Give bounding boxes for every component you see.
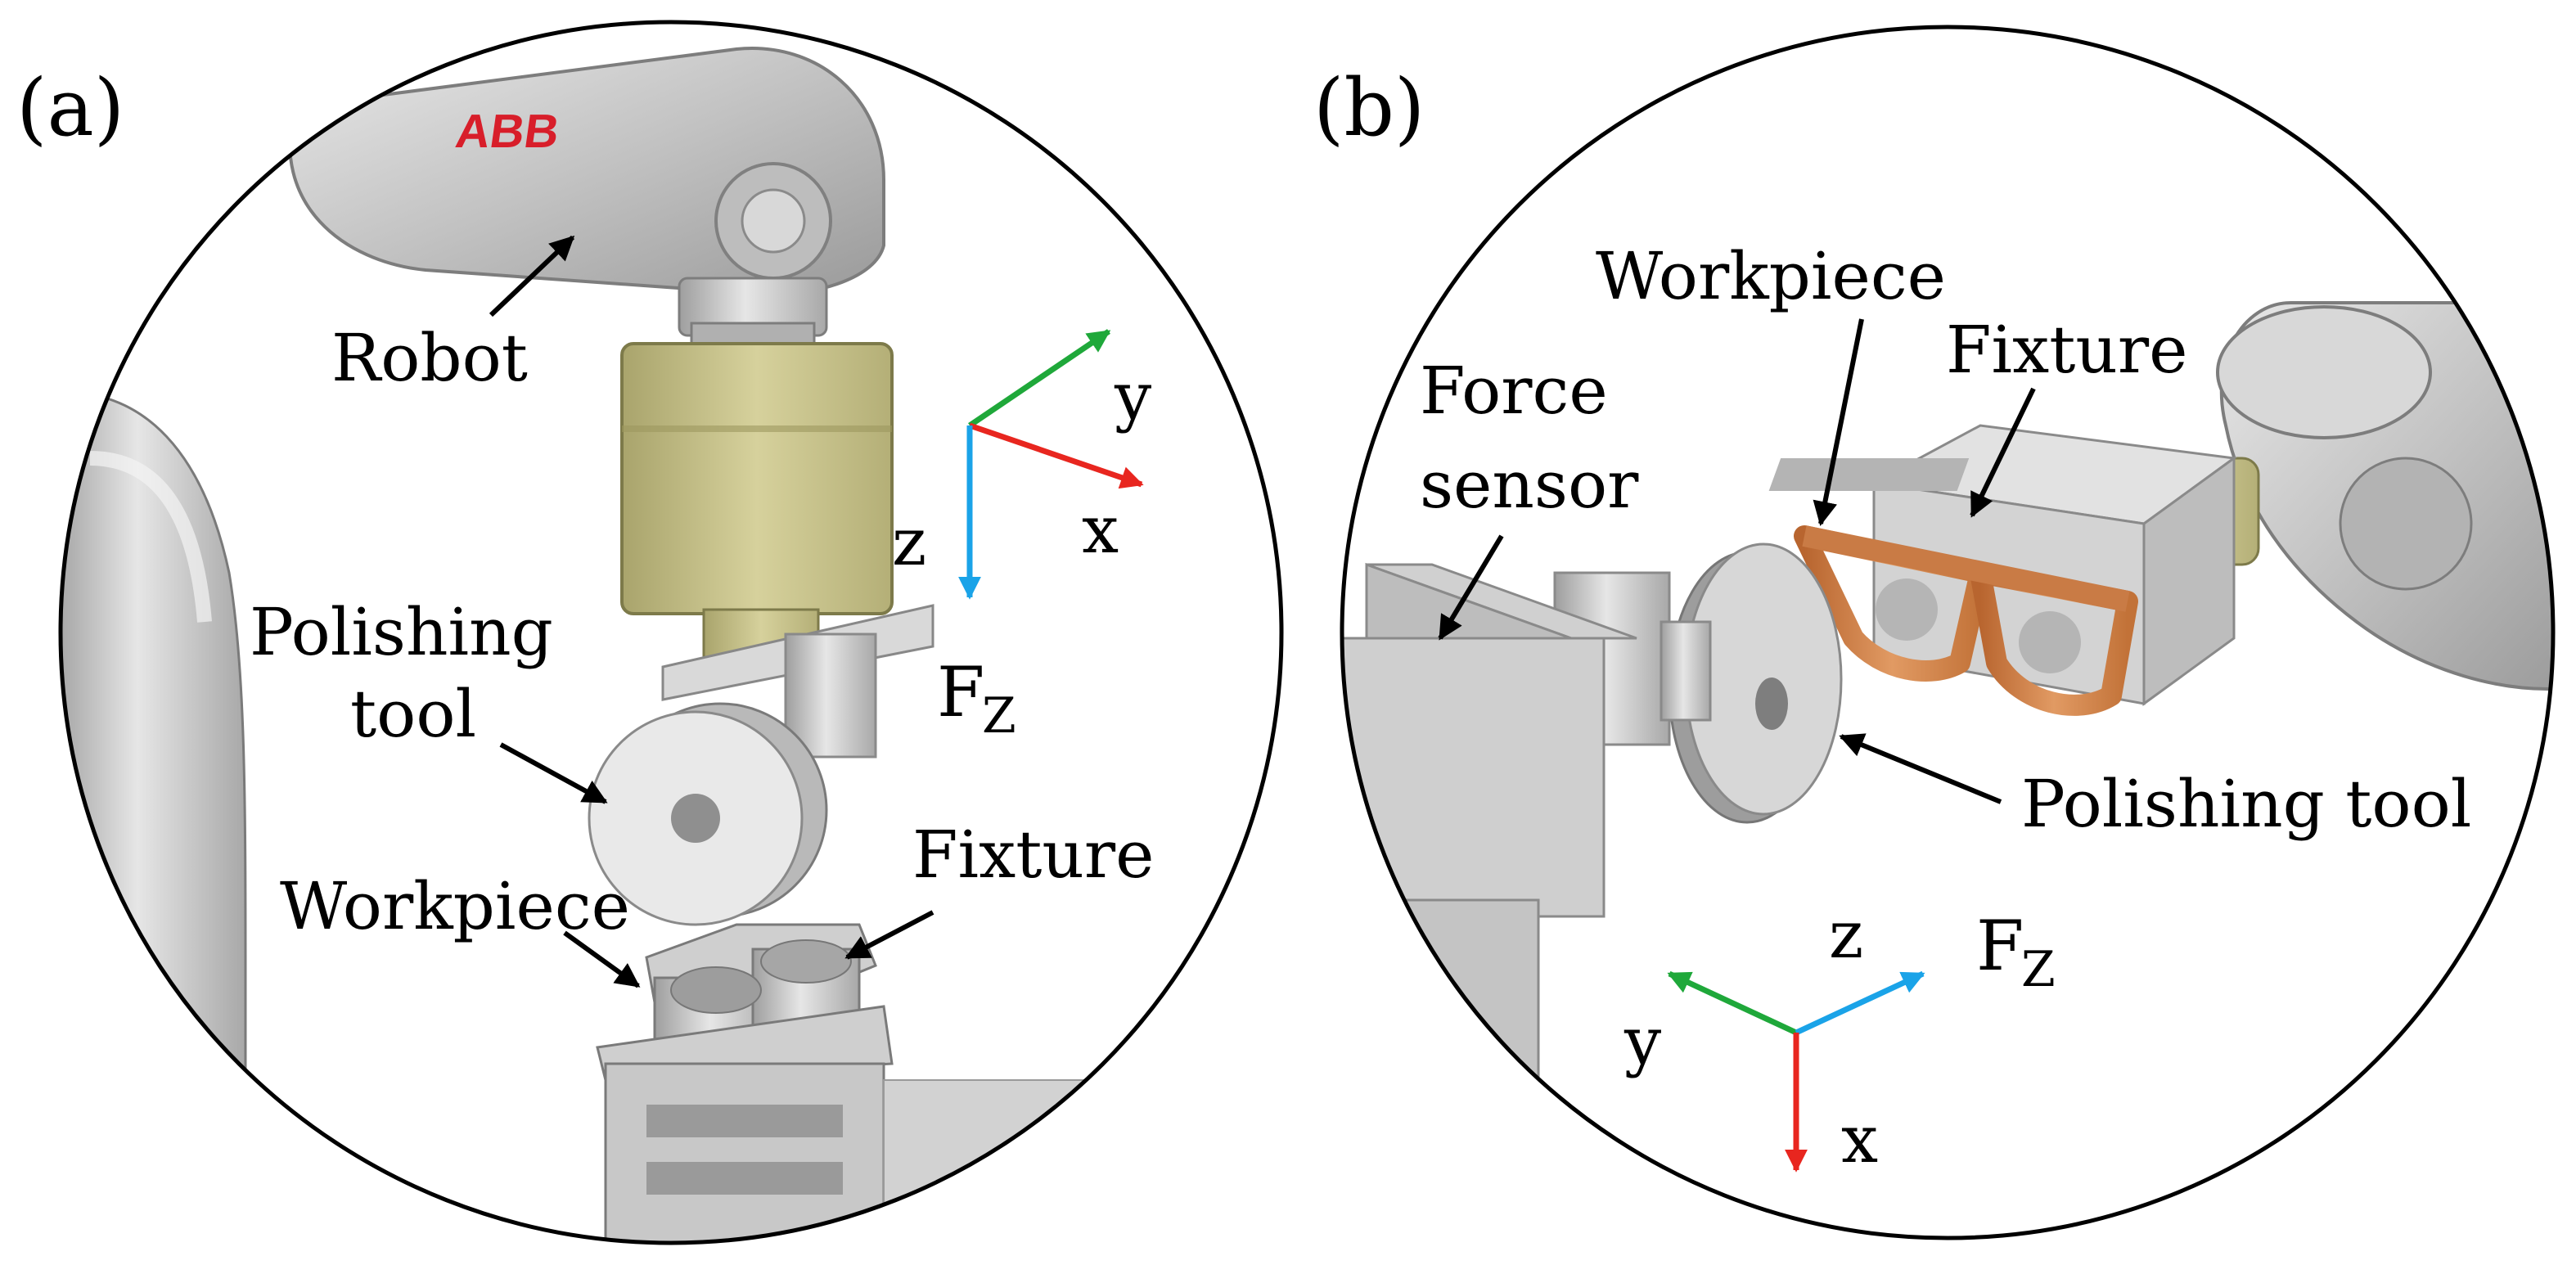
- coordinate-frame-a: y x z: [892, 329, 1151, 600]
- axis-y-arrow-b: [1667, 970, 1798, 1036]
- workpiece-label-a: Workpiece: [280, 868, 630, 944]
- panel-b: (b) Force sensor Workpiece Fixture Polis…: [1313, 25, 2556, 1240]
- panel-a-frame: [58, 20, 1284, 1245]
- force-sensor-pointer: [1438, 534, 1504, 641]
- force-sensor-body: [1342, 562, 1637, 1238]
- workpiece-pointer-a: [563, 930, 641, 988]
- eyeglasses-workpiece: [1794, 525, 2138, 716]
- force-sensor-label-line2: sensor: [1420, 447, 1639, 523]
- workpiece-label-b: Workpiece: [1596, 238, 1946, 314]
- panel-b-render: [1342, 27, 2553, 1238]
- force-label-b: F Z: [1976, 906, 2056, 998]
- force-symbol-b: F: [1976, 906, 2024, 986]
- force-subscript-a: Z: [982, 687, 1016, 745]
- axis-x-arrow-a: [968, 422, 1144, 489]
- coordinate-frame-b: y z x: [1624, 897, 1925, 1177]
- panel-b-frame: [1340, 25, 2556, 1240]
- force-sensor-label-line1: Force: [1420, 353, 1608, 429]
- axis-z-label-b: z: [1829, 897, 1863, 973]
- panel-a-tag: (a): [16, 62, 124, 154]
- polishing-disk-a: [588, 702, 828, 926]
- fixture-pointer-a: [844, 910, 934, 960]
- force-subscript-b: Z: [2021, 941, 2056, 998]
- tool-motor-block: [620, 342, 894, 615]
- axis-z-label-a: z: [892, 504, 926, 580]
- robot-pointer: [489, 235, 575, 317]
- robot-label: Robot: [331, 320, 528, 396]
- polishing-disk-b: [1668, 542, 1843, 824]
- axis-y-label-a: y: [1114, 358, 1151, 434]
- panel-b-tag: (b): [1313, 62, 1425, 154]
- force-symbol-a: F: [937, 652, 984, 732]
- polishing-tool-label-line1: Polishing: [250, 594, 553, 670]
- force-label-a: F Z: [937, 652, 1016, 745]
- axis-y-arrow-a: [968, 329, 1111, 428]
- polishing-tool-label-b: Polishing tool: [2021, 766, 2471, 842]
- axis-z-arrow-b: [1795, 970, 1925, 1036]
- axis-y-label-b: y: [1624, 1003, 1661, 1079]
- polishing-tool-label-line2: tool: [350, 676, 476, 752]
- axis-x-label-a: x: [1082, 492, 1119, 568]
- axis-x-label-b: x: [1841, 1101, 1878, 1177]
- polishing-tool-pointer-a: [499, 742, 608, 804]
- polishing-tool-pointer-b: [1839, 733, 2002, 804]
- robot-brand-logo: ABB: [453, 105, 563, 158]
- fixture-pointer-b: [1970, 387, 2036, 518]
- panel-a: ABB: [16, 20, 1284, 1245]
- left-robot-body: [61, 390, 247, 1243]
- fixture-label-a: Fixture: [912, 817, 1154, 893]
- fixture-label-b: Fixture: [1946, 312, 2187, 388]
- workpiece-pointer-b: [1813, 318, 1864, 526]
